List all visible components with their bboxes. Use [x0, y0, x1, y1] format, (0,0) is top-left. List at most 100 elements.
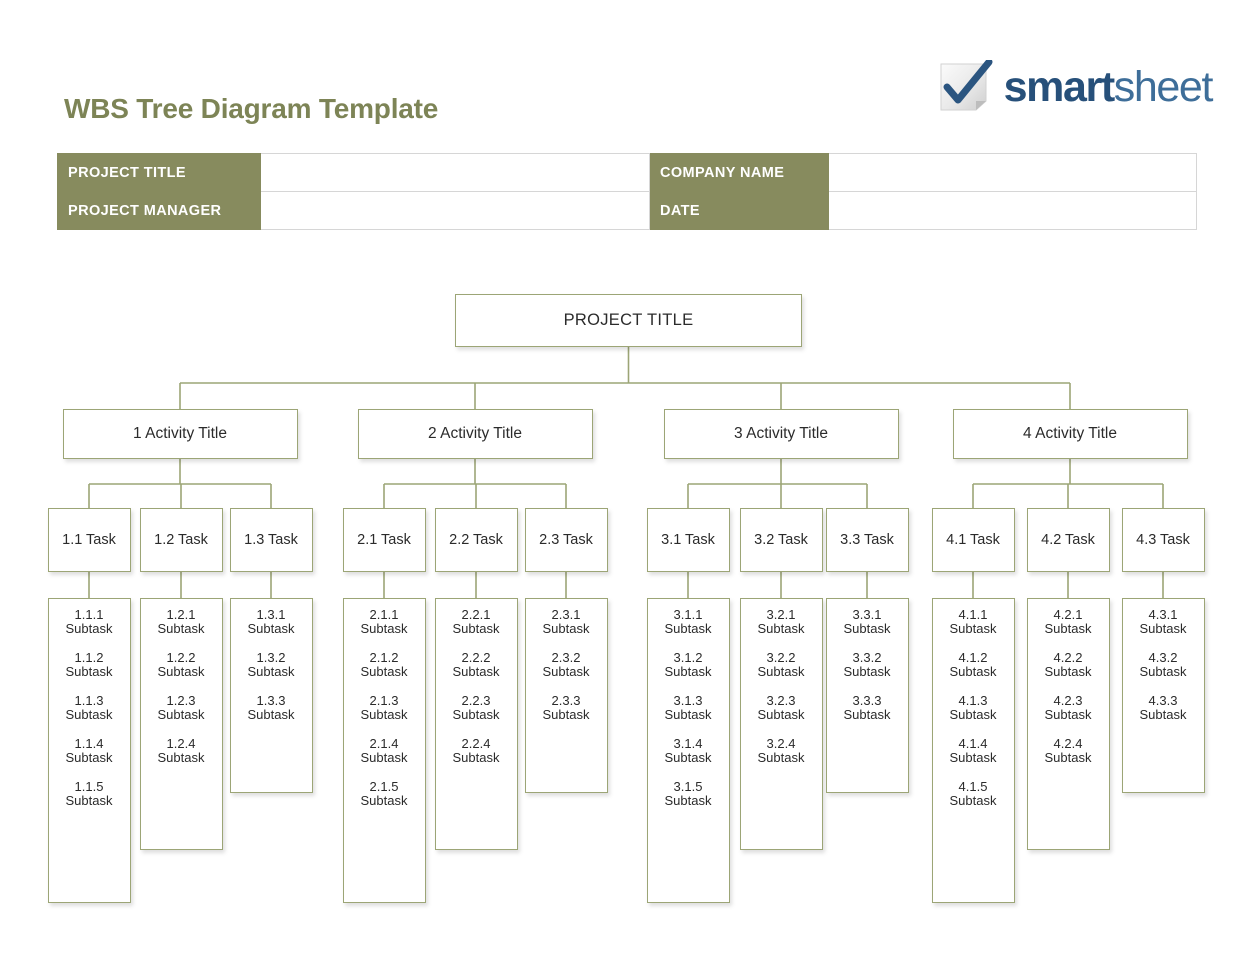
page-title: WBS Tree Diagram Template: [64, 93, 439, 124]
label-project-manager: PROJECT MANAGER: [57, 191, 261, 230]
label-project-title: PROJECT TITLE: [57, 153, 261, 192]
subtask-item: 2.2.2 Subtask: [452, 650, 500, 680]
label-company-name: COMPANY NAME: [649, 153, 829, 192]
node-project-title[interactable]: PROJECT TITLE: [455, 294, 802, 347]
subtask-item: 1.1.4 Subtask: [65, 736, 113, 766]
subtask-item: 2.3.1 Subtask: [542, 607, 590, 637]
node-subtasks-4-3[interactable]: 4.3.1 Subtask 4.3.2 Subtask 4.3.3 Subtask: [1121, 598, 1205, 793]
subtask-item: 2.1.4 Subtask: [360, 736, 408, 766]
node-subtasks-4-2[interactable]: 4.2.1 Subtask 4.2.2 Subtask 4.2.3 Subtask 4…: [1026, 598, 1110, 850]
subtask-item: 3.1.2 Subtask: [664, 650, 712, 680]
logo-word-sheet: sheet: [1113, 62, 1214, 111]
subtask-item: 1.3.1 Subtask: [247, 607, 295, 637]
node-subtasks-3-3[interactable]: 3.3.1 Subtask 3.3.2 Subtask 3.3.3 Subtask: [825, 598, 909, 793]
subtask-item: 3.1.5 Subtask: [664, 779, 712, 809]
subtask-item: 4.1.1 Subtask: [949, 607, 997, 637]
subtask-list: 3.2.1 Subtask 3.2.2 Subtask 3.2.3 Subtask 3…: [741, 607, 822, 780]
subtask-list: 2.3.1 Subtask 2.3.2 Subtask 2.3.3 Subtask: [526, 607, 607, 737]
field-project-title[interactable]: [260, 153, 650, 192]
node-task-1-2[interactable]: 1.2 Task: [139, 508, 223, 572]
subtask-item: 3.2.4 Subtask: [757, 736, 805, 766]
subtask-item: 1.3.2 Subtask: [247, 650, 295, 680]
subtask-item: 4.2.4 Subtask: [1044, 736, 1092, 766]
subtask-item: 2.2.4 Subtask: [452, 736, 500, 766]
project-info-table: PROJECT TITLE COMPANY NAME PROJECT MANAG…: [57, 153, 1197, 230]
subtask-item: 2.3.3 Subtask: [542, 693, 590, 723]
subtask-item: 2.1.2 Subtask: [360, 650, 408, 680]
node-subtasks-2-2[interactable]: 2.2.1 Subtask 2.2.2 Subtask 2.2.3 Subtask 2…: [434, 598, 518, 850]
subtask-item: 3.1.1 Subtask: [664, 607, 712, 637]
subtask-item: 3.2.1 Subtask: [757, 607, 805, 637]
field-date[interactable]: [828, 191, 1197, 230]
subtask-item: 3.2.2 Subtask: [757, 650, 805, 680]
logo-word-smart: smart: [1003, 62, 1116, 111]
node-subtasks-2-1[interactable]: 2.1.1 Subtask 2.1.2 Subtask 2.1.3 Subtask 2…: [342, 598, 426, 903]
subtask-item: 2.3.2 Subtask: [542, 650, 590, 680]
subtask-item: 1.1.1 Subtask: [65, 607, 113, 637]
subtask-list: 1.1.1 Subtask 1.1.2 Subtask 1.1.3 Subtask 1…: [49, 607, 130, 823]
node-task-4-1[interactable]: 4.1 Task: [931, 508, 1015, 572]
smartsheet-logo: smartsheet: [936, 58, 1214, 120]
node-subtasks-1-1[interactable]: 1.1.1 Subtask 1.1.2 Subtask 1.1.3 Subtask 1…: [47, 598, 131, 903]
subtask-item: 2.2.1 Subtask: [452, 607, 500, 637]
node-subtasks-3-1[interactable]: 3.1.1 Subtask 3.1.2 Subtask 3.1.3 Subtask 3…: [646, 598, 730, 903]
node-task-3-3[interactable]: 3.3 Task: [825, 508, 909, 572]
subtask-item: 2.2.3 Subtask: [452, 693, 500, 723]
node-task-2-2[interactable]: 2.2 Task: [434, 508, 518, 572]
field-company-name[interactable]: [828, 153, 1197, 192]
node-task-3-2[interactable]: 3.2 Task: [739, 508, 823, 572]
node-activity-1[interactable]: 1 Activity Title: [62, 409, 298, 459]
subtask-item: 1.2.3 Subtask: [157, 693, 205, 723]
node-activity-4[interactable]: 4 Activity Title: [952, 409, 1188, 459]
subtask-item: 2.1.1 Subtask: [360, 607, 408, 637]
node-task-4-2[interactable]: 4.2 Task: [1026, 508, 1110, 572]
subtask-item: 4.3.3 Subtask: [1139, 693, 1187, 723]
subtask-list: 4.2.1 Subtask 4.2.2 Subtask 4.2.3 Subtask 4…: [1028, 607, 1109, 780]
subtask-item: 1.1.3 Subtask: [65, 693, 113, 723]
subtask-item: 4.1.3 Subtask: [949, 693, 997, 723]
table-row: PROJECT TITLE COMPANY NAME: [57, 153, 1197, 192]
subtask-list: 4.3.1 Subtask 4.3.2 Subtask 4.3.3 Subtask: [1123, 607, 1204, 737]
node-task-3-1[interactable]: 3.1 Task: [646, 508, 730, 572]
subtask-item: 3.3.3 Subtask: [843, 693, 891, 723]
node-task-4-3[interactable]: 4.3 Task: [1121, 508, 1205, 572]
subtask-item: 4.2.2 Subtask: [1044, 650, 1092, 680]
node-task-1-3[interactable]: 1.3 Task: [229, 508, 313, 572]
subtask-item: 4.3.2 Subtask: [1139, 650, 1187, 680]
label-date: DATE: [649, 191, 829, 230]
subtask-item: 4.2.1 Subtask: [1044, 607, 1092, 637]
node-activity-3[interactable]: 3 Activity Title: [663, 409, 899, 459]
subtask-item: 1.1.5 Subtask: [65, 779, 113, 809]
subtask-list: 2.1.1 Subtask 2.1.2 Subtask 2.1.3 Subtask 2…: [344, 607, 425, 823]
subtask-item: 3.1.4 Subtask: [664, 736, 712, 766]
table-row: PROJECT MANAGER DATE: [57, 191, 1197, 230]
node-task-2-1[interactable]: 2.1 Task: [342, 508, 426, 572]
subtask-item: 4.3.1 Subtask: [1139, 607, 1187, 637]
node-task-2-3[interactable]: 2.3 Task: [524, 508, 608, 572]
subtask-item: 4.1.5 Subtask: [949, 779, 997, 809]
node-task-1-1[interactable]: 1.1 Task: [47, 508, 131, 572]
checkbox-check-icon: [936, 58, 994, 118]
subtask-list: 3.1.1 Subtask 3.1.2 Subtask 3.1.3 Subtask 3…: [648, 607, 729, 823]
subtask-item: 3.3.1 Subtask: [843, 607, 891, 637]
subtask-list: 2.2.1 Subtask 2.2.2 Subtask 2.2.3 Subtask 2…: [436, 607, 517, 780]
node-activity-2[interactable]: 2 Activity Title: [357, 409, 593, 459]
subtask-item: 4.2.3 Subtask: [1044, 693, 1092, 723]
subtask-item: 2.1.5 Subtask: [360, 779, 408, 809]
subtask-item: 3.2.3 Subtask: [757, 693, 805, 723]
subtask-item: 1.1.2 Subtask: [65, 650, 113, 680]
node-subtasks-2-3[interactable]: 2.3.1 Subtask 2.3.2 Subtask 2.3.3 Subtask: [524, 598, 608, 793]
subtask-item: 3.3.2 Subtask: [843, 650, 891, 680]
subtask-item: 2.1.3 Subtask: [360, 693, 408, 723]
subtask-item: 3.1.3 Subtask: [664, 693, 712, 723]
node-subtasks-3-2[interactable]: 3.2.1 Subtask 3.2.2 Subtask 3.2.3 Subtask 3…: [739, 598, 823, 850]
field-project-manager[interactable]: [260, 191, 650, 230]
subtask-item: 4.1.4 Subtask: [949, 736, 997, 766]
subtask-item: 1.2.1 Subtask: [157, 607, 205, 637]
